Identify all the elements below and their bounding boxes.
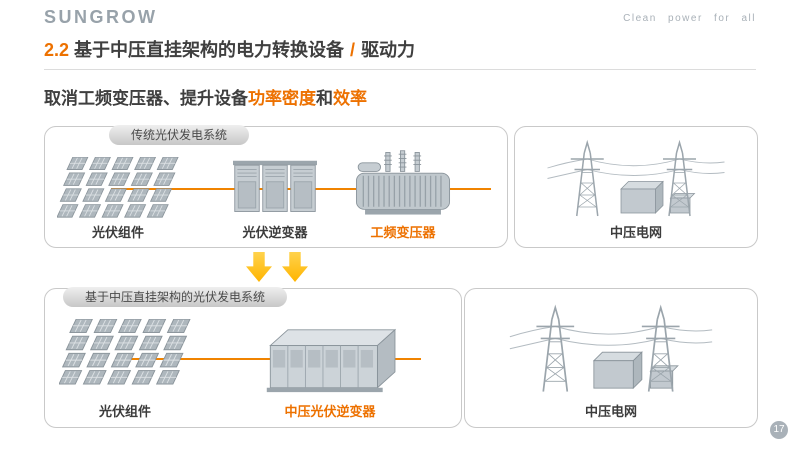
subtitle-highlight: 效率 [333,89,367,108]
power-grid-icon [481,299,741,395]
page-number-badge: 17 [770,421,788,439]
component-label: 工频变压器 [370,225,436,240]
subtitle-text: 和 [316,89,333,108]
solar-array-icon [57,157,179,218]
page-title: 2.2 基于中压直挂架构的电力转换设备/驱动力 [44,36,415,62]
component-label: 光伏组件 [91,225,144,240]
grid-panel-bottom: 中压电网 [464,288,758,428]
title-divider [44,69,756,70]
grid-label: 中压电网 [609,225,662,240]
mv-inverter-icon [259,321,401,393]
title-suffix: 驱动力 [361,40,416,60]
grid-panel-top: 中压电网 [514,126,758,248]
sungrow-logo: SUNGROW [44,7,158,27]
slide-subtitle: 取消工频变压器、提升设备功率密度和效率 [44,84,367,109]
pv-inverter-icon [233,159,317,215]
traditional-system-title: 传统光伏发电系统 [109,125,250,145]
transformer-icon [351,149,455,218]
title-separator: / [350,40,356,60]
traditional-system-panel: 传统光伏发电系统 光伏组件 光伏逆变器 工频变压器 [44,125,508,248]
grid-label: 中压电网 [584,404,637,419]
down-arrow-icon [246,252,272,282]
component-label: 中压光伏逆变器 [284,404,376,419]
title-text: 基于中压直挂架构的电力转换设备 [74,40,345,60]
header-tagline: Clean power for all [623,13,756,24]
power-grid-icon [523,135,749,219]
subtitle-text: 取消工频变压器、提升设备 [44,89,248,108]
component-label: 光伏组件 [98,404,151,419]
down-arrow-icon [282,252,308,282]
title-number: 2.2 [44,40,70,60]
mv-system-title: 基于中压直挂架构的光伏发电系统 [63,287,288,307]
subtitle-highlight: 功率密度 [248,89,316,108]
solar-array-icon [59,319,191,385]
mv-system-panel: 基于中压直挂架构的光伏发电系统 光伏组件 中压光伏逆变器 [44,287,462,428]
component-label: 光伏逆变器 [242,225,308,240]
